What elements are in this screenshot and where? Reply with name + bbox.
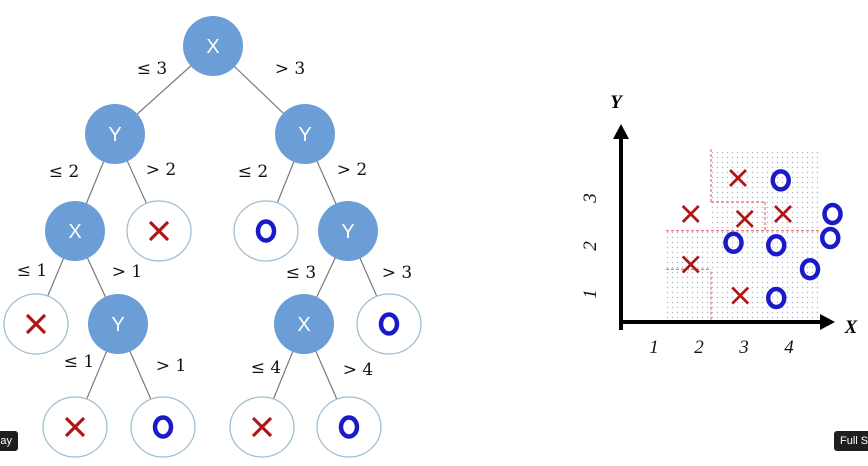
play-button[interactable]: ay xyxy=(0,431,18,451)
split-node: Y xyxy=(318,201,378,261)
edge-condition-label: > 4 xyxy=(343,360,373,380)
leaf-node xyxy=(233,200,299,262)
circle-point-icon xyxy=(822,202,843,226)
cross-point-icon xyxy=(731,286,750,305)
cross-icon xyxy=(148,220,170,242)
circle-icon xyxy=(378,312,400,336)
cross-point-icon xyxy=(729,169,747,187)
cross-point-icon xyxy=(735,209,754,228)
split-node-circle xyxy=(88,294,148,354)
split-node-circle xyxy=(85,104,145,164)
y-tick-label: 2 xyxy=(580,241,601,251)
split-node-label: Y xyxy=(111,314,124,336)
circle-icon xyxy=(152,415,174,439)
cross-point-icon xyxy=(681,205,700,223)
circle-point-icon xyxy=(723,231,744,255)
edge-condition-label: > 3 xyxy=(382,263,412,283)
split-node: X xyxy=(183,16,243,76)
leaf-node xyxy=(130,396,196,458)
split-node-label: Y xyxy=(108,124,121,146)
y-axis-label: Y xyxy=(610,92,624,113)
circle-icon xyxy=(255,219,277,243)
split-node-label: Y xyxy=(341,221,354,243)
plot-axes: X Y xyxy=(610,92,858,338)
edge-condition-label: ≤ 1 xyxy=(17,261,47,281)
edge-condition-label: > 3 xyxy=(275,59,305,79)
x-tick-label: 2 xyxy=(694,337,704,358)
y-tick-label: 3 xyxy=(580,193,601,204)
scatter-plot: X Y 1 2 3 4 1 2 3 xyxy=(580,92,859,358)
decision-region xyxy=(663,230,711,320)
decision-tree: ≤ 3 > 3 ≤ 2 > 2 ≤ 2 > 2 ≤ 1 > 1 ≤ 3 > 3 ≤ 1 > 1 ≤ 4 >… xyxy=(3,16,422,458)
x-tick-label: 4 xyxy=(784,337,794,358)
circle-point-icon xyxy=(770,169,791,192)
edge-condition-label: ≤ 3 xyxy=(286,263,316,283)
edge-condition-label: > 1 xyxy=(156,356,186,376)
edge-condition-label: ≤ 1 xyxy=(64,352,94,372)
circle-point-icon xyxy=(799,257,821,281)
split-node-label: X xyxy=(68,221,81,243)
circle-point-icon xyxy=(820,226,841,250)
split-node-circle xyxy=(45,201,105,261)
split-node-circle xyxy=(183,16,243,76)
circle-point-icon xyxy=(766,233,787,257)
leaf-node xyxy=(316,396,382,458)
circle-point-icon xyxy=(766,286,787,310)
axis-ticks: 1 2 3 4 1 2 3 xyxy=(580,193,794,358)
leaf-node xyxy=(229,396,295,458)
split-node-circle xyxy=(275,104,335,164)
leaf-node-ring xyxy=(316,396,382,458)
split-node-circle xyxy=(274,294,334,354)
split-node-label: Y xyxy=(298,124,311,146)
fullscreen-button[interactable]: Full S xyxy=(834,431,868,451)
edge-condition-label: > 2 xyxy=(146,160,176,180)
y-axis-arrow-icon xyxy=(613,124,629,139)
edge-condition-label: ≤ 2 xyxy=(238,162,268,182)
x-tick-label: 1 xyxy=(649,337,659,358)
leaf-node xyxy=(42,396,108,458)
cross-icon xyxy=(251,416,273,438)
y-tick-label: 1 xyxy=(580,289,601,299)
edge-condition-label: > 2 xyxy=(337,160,367,180)
leaf-node xyxy=(3,293,69,355)
split-node-label: X xyxy=(206,36,219,58)
cross-point-icon xyxy=(774,205,792,223)
leaf-node-ring xyxy=(356,293,422,355)
leaf-node-ring xyxy=(233,200,299,262)
split-node-label: X xyxy=(297,314,310,336)
edge-condition-label: ≤ 2 xyxy=(49,162,79,182)
tree-edge-labels: ≤ 3 > 3 ≤ 2 > 2 ≤ 2 > 2 ≤ 1 > 1 ≤ 3 > 3 ≤ 1 > 1 ≤ 4 >… xyxy=(17,59,412,380)
edge-condition-label: ≤ 3 xyxy=(137,59,167,79)
split-node: Y xyxy=(275,104,335,164)
split-node: Y xyxy=(88,294,148,354)
x-tick-label: 3 xyxy=(738,337,749,358)
split-node: Y xyxy=(85,104,145,164)
cross-icon xyxy=(25,313,47,335)
x-axis-arrow-icon xyxy=(820,314,835,330)
data-points xyxy=(681,169,843,310)
edge-condition-label: ≤ 4 xyxy=(251,358,281,378)
leaf-node-ring xyxy=(130,396,196,458)
x-axis-label: X xyxy=(844,317,859,338)
split-node: X xyxy=(45,201,105,261)
circle-icon xyxy=(338,415,360,439)
edge-condition-label: > 1 xyxy=(112,262,142,282)
cross-point-icon xyxy=(681,255,700,274)
leaf-node xyxy=(126,200,192,262)
split-node-circle xyxy=(318,201,378,261)
cross-icon xyxy=(64,416,86,438)
split-node: X xyxy=(274,294,334,354)
leaf-node xyxy=(356,293,422,355)
tree-nodes: X Y Y X Y Y X xyxy=(3,16,422,458)
